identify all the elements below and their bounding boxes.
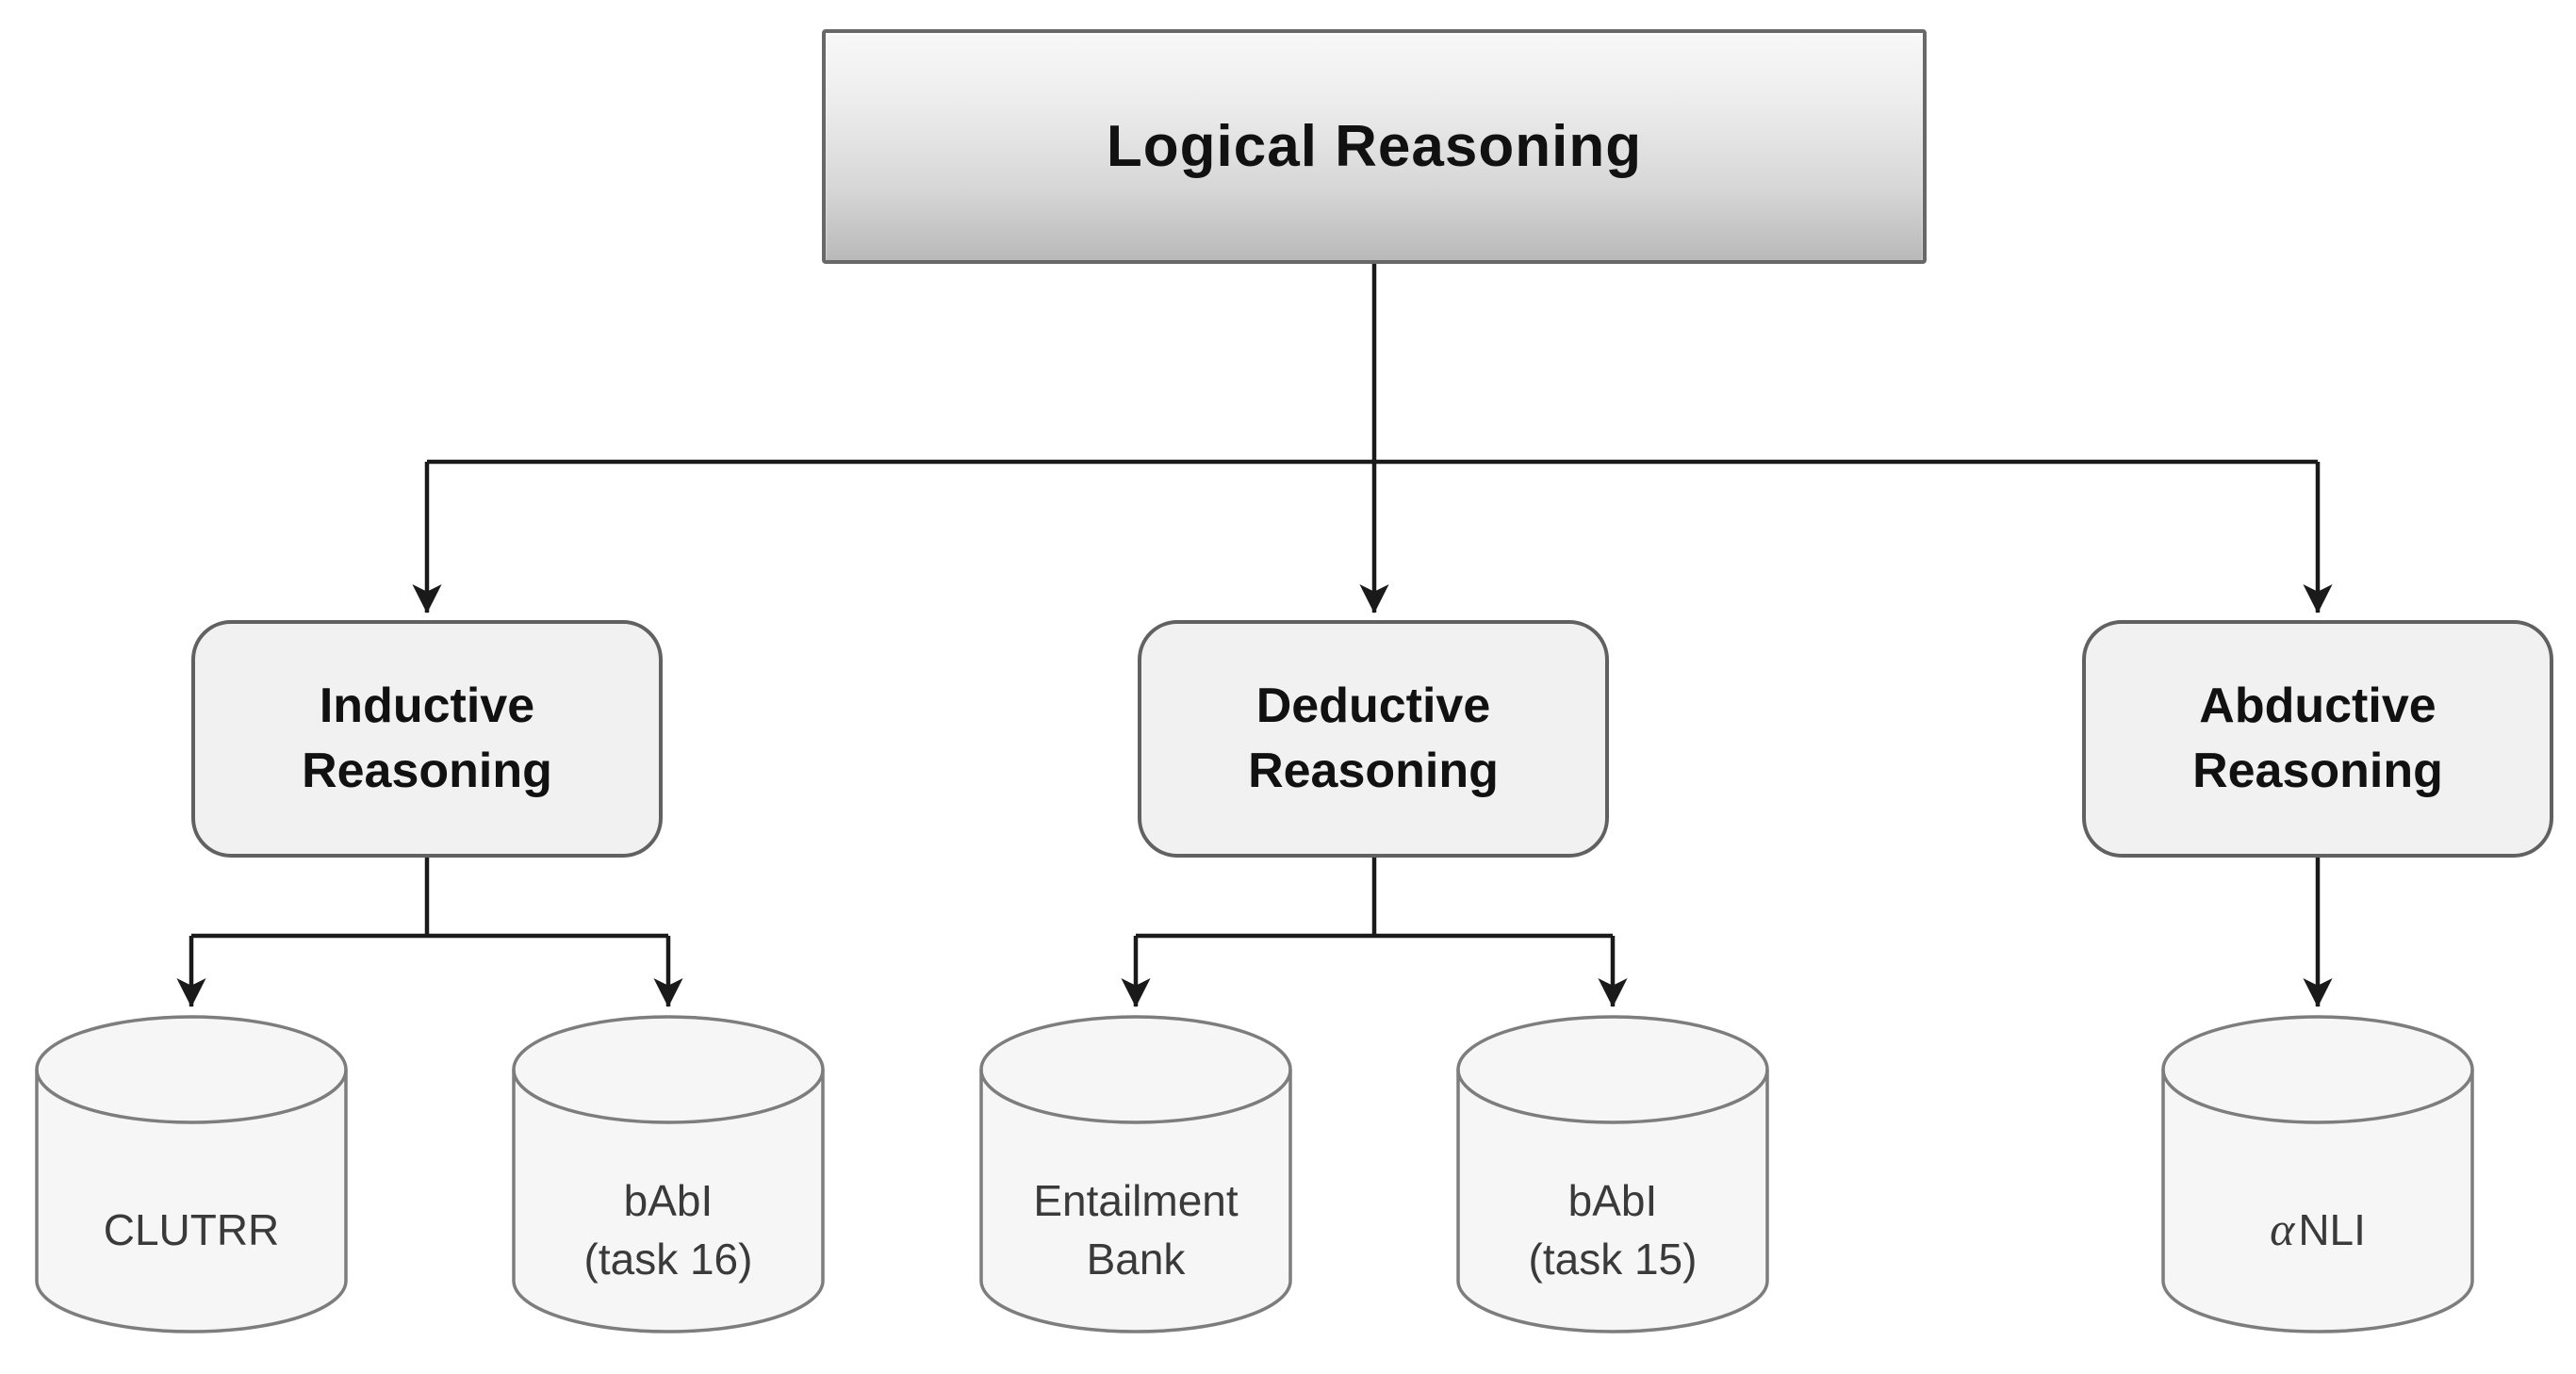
dataset-clutrr: CLUTRR: [34, 1013, 349, 1335]
dataset-babi-task15: bAbI (task 15): [1455, 1013, 1770, 1335]
database-cylinder-icon: [35, 1015, 348, 1333]
database-cylinder-icon: [979, 1015, 1292, 1333]
connector-deductive-spine: [1136, 858, 1613, 939]
node-inductive-reasoning-label: Inductive Reasoning: [302, 679, 552, 798]
node-abductive-reasoning: Abductive Reasoning: [2082, 620, 2553, 858]
connector-root-spine: [427, 264, 2318, 465]
node-deductive-reasoning: Deductive Reasoning: [1138, 620, 1609, 858]
node-deductive-reasoning-label: Deductive Reasoning: [1248, 679, 1499, 798]
dataset-clutrr-label: CLUTRR: [103, 1204, 280, 1254]
dataset-entailment-bank: Entailment Bank: [978, 1013, 1293, 1335]
node-abductive-reasoning-label: Abductive Reasoning: [2192, 679, 2443, 798]
connector-inductive-spine: [191, 858, 668, 939]
node-logical-reasoning-label: Logical Reasoning: [1106, 114, 1643, 179]
database-cylinder-icon: [1456, 1015, 1769, 1333]
alpha-glyph: α: [2270, 1202, 2295, 1256]
dataset-babi-task16: bAbI (task 16): [511, 1013, 826, 1335]
node-inductive-reasoning: Inductive Reasoning: [191, 620, 663, 858]
dataset-babi-task15-label: bAbI (task 15): [1528, 1175, 1698, 1284]
dataset-alpha-nli-text: NLI: [2298, 1204, 2366, 1254]
dataset-entailment-bank-label: Entailment Bank: [1033, 1175, 1239, 1284]
database-cylinder-icon: [512, 1015, 825, 1333]
dataset-babi-task16-label: bAbI (task 16): [583, 1175, 753, 1284]
node-logical-reasoning: Logical Reasoning: [822, 29, 1927, 264]
database-cylinder-icon: [2161, 1015, 2474, 1333]
